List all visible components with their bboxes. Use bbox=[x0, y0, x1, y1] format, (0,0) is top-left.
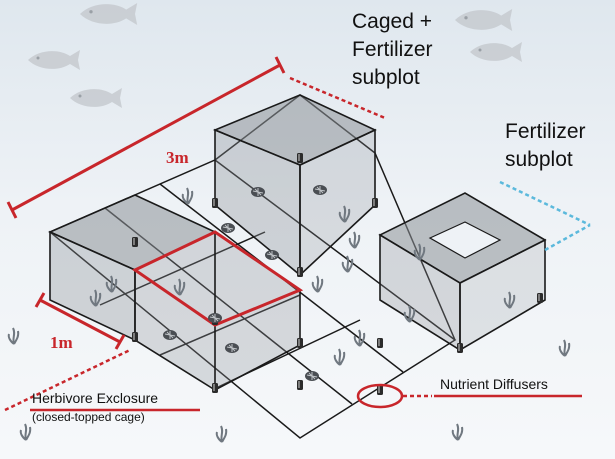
label-caged-fertilizer-line3: subplot bbox=[352, 66, 420, 89]
label-3m: 3m bbox=[166, 148, 189, 167]
label-caged-fertilizer-line2: Fertilizer bbox=[352, 38, 433, 61]
coral-icon bbox=[312, 184, 328, 196]
fish-icon bbox=[70, 88, 122, 108]
seaweed-icon bbox=[215, 425, 228, 443]
diffuser-icon bbox=[132, 237, 138, 247]
coral-icon bbox=[304, 370, 320, 382]
seaweed-icon bbox=[341, 255, 354, 273]
label-fertilizer-line2: subplot bbox=[505, 148, 573, 171]
label-nutrient-diffusers: Nutrient Diffusers bbox=[440, 376, 548, 392]
diffuser-icon bbox=[297, 380, 303, 390]
scale-bar-1m bbox=[34, 292, 126, 350]
diffuser-icon bbox=[132, 332, 138, 342]
diffuser-icon bbox=[377, 338, 383, 348]
coral-icon bbox=[220, 222, 236, 234]
seaweed-icon bbox=[7, 327, 20, 345]
seaweed-icon bbox=[333, 348, 346, 366]
diffuser-icon bbox=[212, 383, 218, 393]
leader-herbivore-exclosure bbox=[4, 348, 131, 412]
seaweed-icon bbox=[558, 339, 571, 357]
seaweed-icon bbox=[451, 423, 464, 441]
scale-bar-3m bbox=[6, 56, 286, 219]
seaweed-icon bbox=[19, 423, 32, 441]
diffuser-icon bbox=[377, 385, 383, 395]
leader-fertilizer-2 bbox=[544, 223, 591, 252]
seaweed-icon bbox=[181, 187, 194, 205]
coral-icon bbox=[250, 186, 266, 198]
diffuser-icon bbox=[297, 267, 303, 277]
fish-icon bbox=[28, 50, 80, 70]
cage-herbivore-exclosure bbox=[48, 194, 304, 391]
leader-caged-fertilizer bbox=[289, 76, 386, 120]
diffuser-icon bbox=[457, 343, 463, 353]
center-subplot-highlight bbox=[132, 230, 304, 327]
coral-icon bbox=[224, 342, 240, 354]
seaweed-icon bbox=[348, 231, 361, 249]
label-herbivore-exclosure-note: (closed-topped cage) bbox=[32, 410, 145, 424]
label-herbivore-exclosure-title: Herbivore Exclosure bbox=[32, 390, 159, 406]
label-fertilizer-line1: Fertilizer bbox=[505, 120, 586, 143]
cage-caged-fertilizer bbox=[212, 94, 377, 277]
coral-icon bbox=[264, 249, 280, 261]
diffuser-icon bbox=[212, 198, 218, 208]
leader-fertilizer bbox=[499, 180, 591, 227]
diffuser-icon bbox=[537, 293, 543, 303]
diffuser-icon bbox=[297, 338, 303, 348]
fish-icon bbox=[470, 42, 522, 62]
label-herbivore-exclosure: Herbivore Exclosure (closed-topped cage) bbox=[32, 390, 158, 424]
coral-icon bbox=[162, 329, 178, 341]
diffuser-icon bbox=[372, 198, 378, 208]
label-caged-fertilizer-line1: Caged + bbox=[352, 10, 432, 33]
fish-icon bbox=[455, 9, 513, 31]
coral-icon bbox=[207, 312, 223, 324]
cage-fertilizer bbox=[378, 192, 547, 352]
seaweed-icon bbox=[353, 329, 366, 347]
fish-icon bbox=[80, 2, 138, 25]
label-fertilizer: Fertilizer subplot bbox=[505, 118, 586, 174]
label-caged-fertilizer: Caged + Fertilizer subplot bbox=[352, 8, 433, 92]
seaweed-icon bbox=[311, 275, 324, 293]
label-1m: 1m bbox=[50, 333, 73, 352]
diffuser-icon bbox=[297, 153, 303, 163]
diffuser-callout-circle bbox=[356, 383, 404, 409]
